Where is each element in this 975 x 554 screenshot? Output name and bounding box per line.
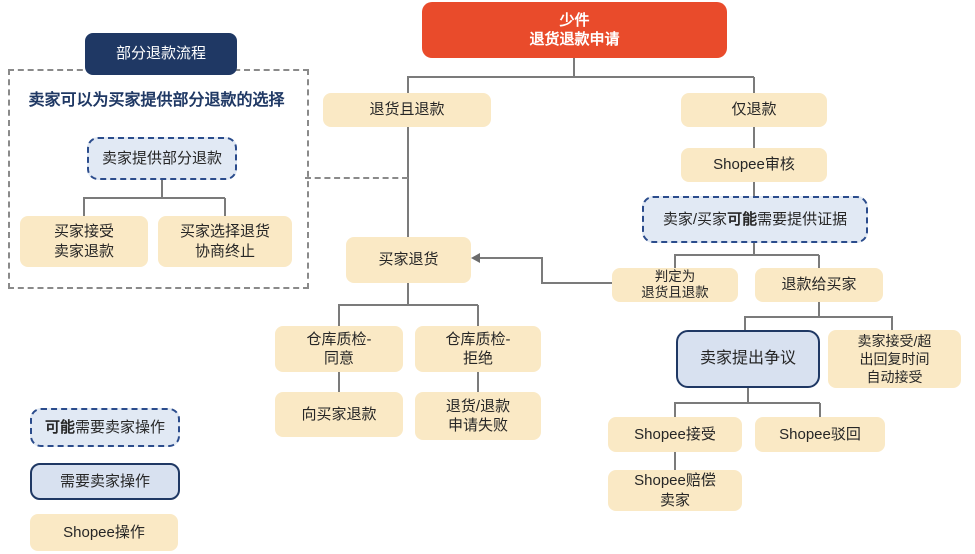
node-shopee-compensate-seller: Shopee赔偿 卖家 — [608, 470, 742, 511]
node-application-failed: 退货/退款 申请失败 — [415, 392, 541, 440]
connector — [753, 77, 755, 93]
node-shopee-accept: Shopee接受 — [608, 417, 742, 452]
connector — [541, 257, 543, 284]
node-refund-to-buyer-right: 退款给买家 — [755, 268, 883, 302]
node-warehouse-qc-reject: 仓库质检- 拒绝 — [415, 326, 541, 372]
node-evidence-needed: 卖家/买家可能需要提供证据 — [642, 196, 868, 243]
connector-dashed — [305, 177, 408, 179]
connector — [744, 317, 746, 330]
node-buyer-returns: 买家退货 — [346, 237, 471, 283]
partial-refund-description: 卖家可以为买家提供部分退款的选择 — [28, 92, 285, 109]
connector — [819, 403, 821, 417]
connector — [338, 372, 340, 392]
connector — [542, 282, 612, 284]
node-judged-return-refund: 判定为 退货且退款 — [612, 268, 738, 302]
node-shopee-review: Shopee审核 — [681, 148, 827, 182]
partial-refund-title: 部分退款流程 — [85, 33, 237, 75]
node-seller-offer-partial-refund: 卖家提供部分退款 — [87, 137, 237, 180]
connector — [161, 180, 163, 198]
legend-seller-action: 需要卖家操作 — [30, 463, 180, 500]
node-seller-dispute: 卖家提出争议 — [676, 330, 820, 388]
legend-maybe-seller-action: 可能需要卖家操作 — [30, 408, 180, 447]
connector — [573, 58, 575, 77]
connector — [407, 77, 409, 93]
connector — [753, 182, 755, 196]
node-shopee-reject: Shopee驳回 — [755, 417, 885, 452]
node-buyer-accept-refund: 买家接受 卖家退款 — [20, 216, 148, 267]
connector — [407, 76, 754, 78]
connector — [747, 388, 749, 403]
node-buyer-choose-return: 买家选择退货 协商终止 — [158, 216, 292, 267]
legend-shopee-action: Shopee操作 — [30, 514, 178, 551]
connector — [83, 198, 85, 216]
root-node: 少件 退货退款申请 — [422, 2, 727, 58]
connector — [477, 305, 479, 326]
connector — [477, 257, 543, 259]
node-refund-only: 仅退款 — [681, 93, 827, 127]
connector — [674, 452, 676, 470]
arrowhead-left-icon — [471, 253, 480, 263]
connector — [753, 127, 755, 148]
connector — [744, 316, 893, 318]
node-seller-auto-accept: 卖家接受/超 出回复时间 自动接受 — [828, 330, 961, 388]
connector — [818, 302, 820, 317]
connector — [891, 317, 893, 331]
connector — [83, 197, 225, 199]
connector — [407, 283, 409, 305]
connector — [818, 255, 820, 268]
connector — [674, 403, 676, 417]
node-refund-to-buyer-center: 向买家退款 — [275, 392, 403, 437]
connector — [407, 127, 409, 237]
connector — [753, 243, 755, 255]
connector — [224, 198, 226, 216]
connector — [477, 372, 479, 392]
evidence-text: 卖家/买家可能需要提供证据 — [662, 210, 848, 228]
connector — [338, 305, 340, 326]
legend-maybe-text: 可能需要卖家操作 — [44, 418, 166, 436]
node-warehouse-qc-approve: 仓库质检- 同意 — [275, 326, 403, 372]
connector — [338, 304, 478, 306]
node-return-and-refund: 退货且退款 — [323, 93, 491, 127]
connector — [674, 255, 676, 268]
connector — [674, 402, 820, 404]
connector — [674, 254, 819, 256]
